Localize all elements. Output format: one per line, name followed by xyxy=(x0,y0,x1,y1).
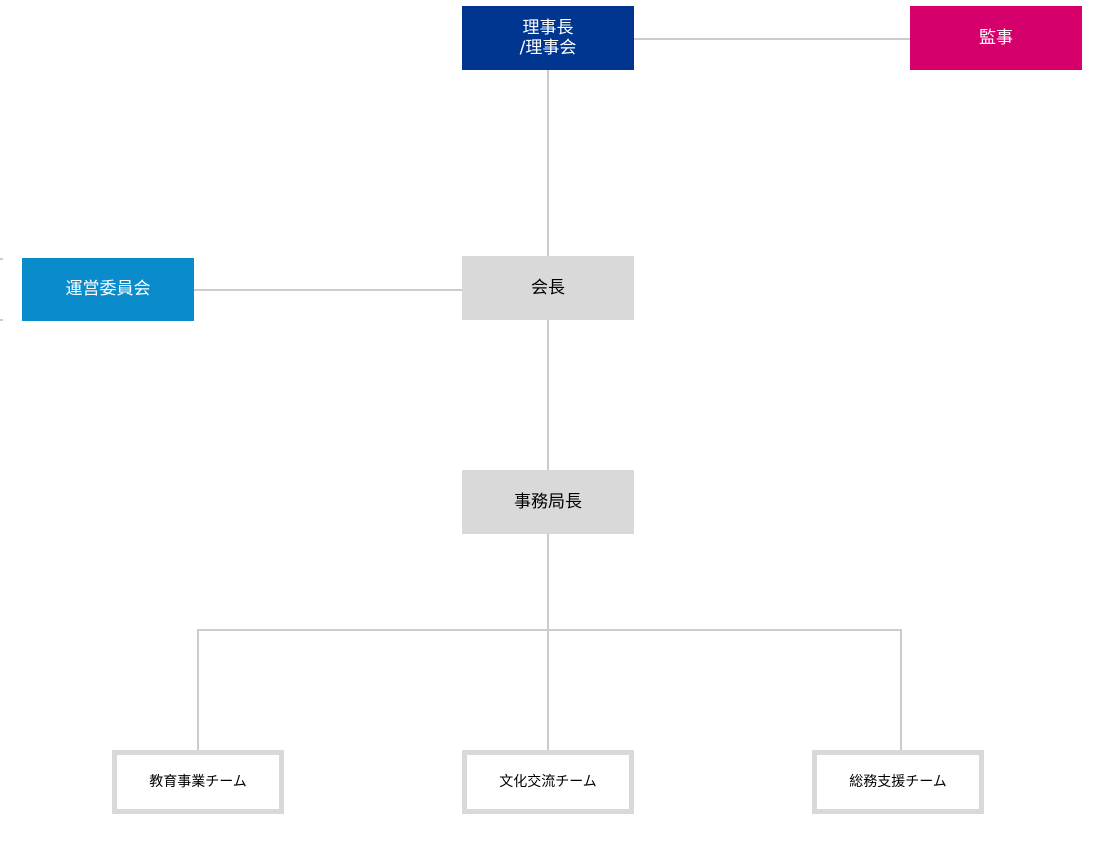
team-label-general-affairs: 総務支援チーム xyxy=(849,773,947,790)
connector-committee-president xyxy=(194,289,462,291)
connector-secgen-trunk xyxy=(547,534,549,750)
connector-team-edu xyxy=(197,629,199,750)
secretary-general-box: 事務局長 xyxy=(462,470,634,534)
auditor-label: 監事 xyxy=(979,27,1013,48)
secretary-general-label: 事務局長 xyxy=(514,491,582,512)
president-label: 会長 xyxy=(531,277,565,298)
edge-mark-left-bottom xyxy=(0,319,3,321)
connector-chair-auditor xyxy=(634,38,910,40)
team-label-culture: 文化交流チーム xyxy=(499,773,597,790)
team-box-education: 教育事業チーム xyxy=(112,750,284,814)
edge-mark-left-top xyxy=(0,258,3,260)
connector-team-general xyxy=(900,629,902,750)
team-box-general-affairs: 総務支援チーム xyxy=(812,750,984,814)
team-box-culture: 文化交流チーム xyxy=(462,750,634,814)
chair-board-box: 理事長 /理事会 xyxy=(462,6,634,70)
steering-committee-label: 運営委員会 xyxy=(65,279,151,300)
connector-team-bar xyxy=(197,629,902,631)
chair-board-label: 理事長 /理事会 xyxy=(519,17,577,58)
connector-president-secgen xyxy=(547,320,549,470)
auditor-box: 監事 xyxy=(910,6,1082,70)
connector-chair-president xyxy=(547,70,549,256)
team-label-education: 教育事業チーム xyxy=(149,773,247,790)
steering-committee-box: 運営委員会 xyxy=(22,258,194,321)
president-box: 会長 xyxy=(462,256,634,320)
